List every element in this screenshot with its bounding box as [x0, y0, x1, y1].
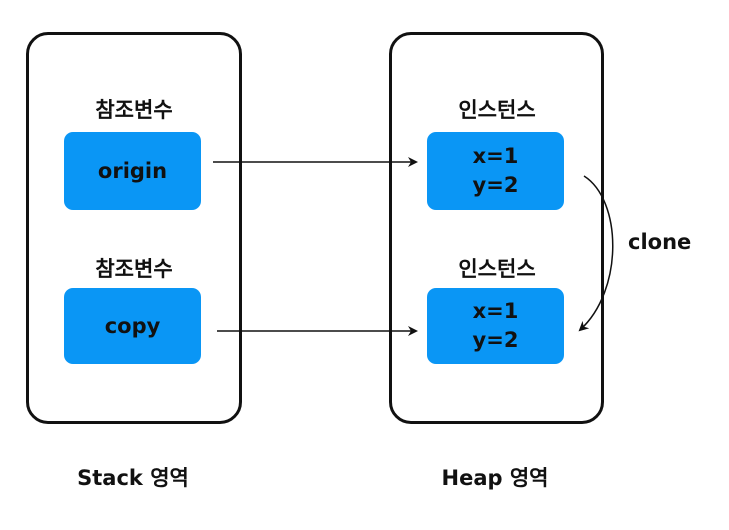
- heap-caption-1: 인스턴스: [458, 98, 536, 122]
- stack-caption-2: 참조변수: [95, 257, 173, 281]
- instance-1-x: x=1: [472, 144, 519, 168]
- instance-2-y: y=2: [472, 328, 519, 352]
- copy-label: copy: [104, 313, 161, 338]
- instance-1-y: y=2: [472, 173, 519, 197]
- stack-caption-1: 참조변수: [95, 98, 173, 122]
- clone-label: clone: [628, 230, 692, 254]
- instance-2-x: x=1: [472, 299, 519, 323]
- copy-reference-box: copy: [64, 288, 201, 364]
- instance-box-1: x=1 y=2: [427, 132, 564, 210]
- stack-area-title: Stack 영역: [77, 466, 189, 490]
- origin-label: origin: [97, 158, 168, 183]
- heap-area-title: Heap 영역: [441, 466, 549, 490]
- heap-caption-2: 인스턴스: [458, 257, 536, 281]
- clone-arrow: [578, 175, 614, 332]
- instance-box-2: x=1 y=2: [427, 288, 564, 364]
- origin-reference-box: origin: [64, 132, 201, 210]
